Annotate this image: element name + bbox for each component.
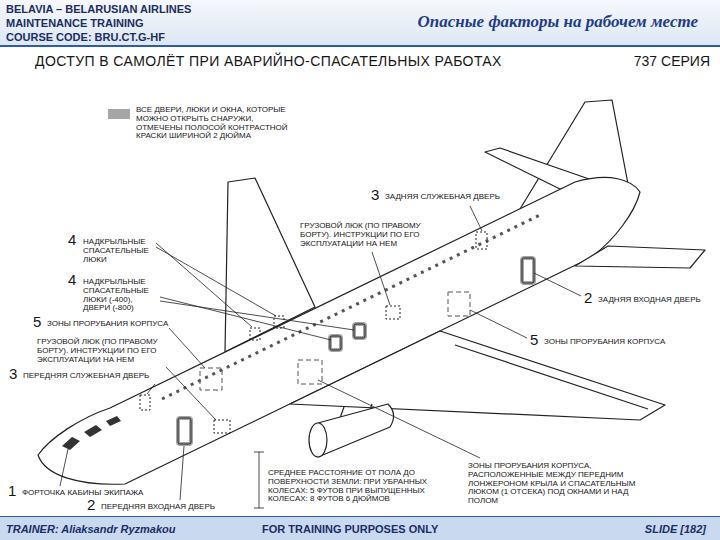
near-stabilizer xyxy=(575,246,705,268)
leader-line xyxy=(169,328,205,368)
engine-inlet xyxy=(309,423,327,457)
cut-zone xyxy=(448,292,470,316)
leader-line xyxy=(156,247,276,316)
callout-label: ПЕРЕДНЯЯ СЛУЖЕБНАЯ ДВЕРЬ xyxy=(23,372,149,381)
callout-number: 2 xyxy=(584,290,592,305)
door-band xyxy=(354,324,365,338)
diagram-title: ДОСТУП В САМОЛЁТ ПРИ АВАРИЙНО-СПАСАТЕЛЬН… xyxy=(35,54,502,69)
leader-line xyxy=(60,449,68,486)
leader-line xyxy=(180,446,184,500)
callout-label: ГРУЗОВОЙ ЛЮК (ПО ПРАВОМУ БОРТУ). ИНСТРУК… xyxy=(300,222,432,248)
leader-line xyxy=(470,310,527,338)
callout-number: 1 xyxy=(8,483,16,498)
leader-line xyxy=(160,297,331,340)
department-name: MAINTENANCE TRAINING xyxy=(6,17,144,29)
door-band xyxy=(178,418,191,444)
overwing-hatch xyxy=(354,324,365,338)
airframe xyxy=(38,100,705,484)
leader-line xyxy=(318,380,480,458)
callout-label: ПЕРЕДНЯЯ ВХОДНАЯ ДВЕРЬ xyxy=(101,503,215,512)
callout-label: ЗОНЫ ПРОРУБАНИЯ КОРПУСА xyxy=(47,320,168,329)
leader-line xyxy=(160,301,354,330)
slide-heading: Опасные факторы на рабочем месте xyxy=(418,13,698,32)
door-band xyxy=(330,336,341,350)
height-bracket xyxy=(254,452,264,508)
near-doors xyxy=(178,258,534,444)
far-overwing-hatch xyxy=(250,328,260,340)
far-side-doors xyxy=(140,232,487,433)
airline-name: BELAVIA – BELARUSIAN AIRLINES xyxy=(6,3,191,15)
legend-swatch xyxy=(108,109,130,119)
callout-label: НАДКРЫЛЬНЫЕ СПАСАТЕЛЬНЫЕ ЛЮКИ (-400), ДВ… xyxy=(83,278,159,313)
cockpit-windows xyxy=(62,416,121,450)
series-label: 737 СЕРИЯ xyxy=(634,54,710,69)
callout-label: ФОРТОЧКА КАБИНЫ ЭКИПАЖА xyxy=(22,489,143,498)
near-wing xyxy=(290,331,665,420)
leader-line xyxy=(470,206,482,231)
door-band xyxy=(522,258,534,283)
callout-number: 3 xyxy=(9,366,17,381)
leader-line xyxy=(372,252,390,305)
callout-label: ГРУЗОВОЙ ЛЮК (ПО ПРАВОМУ БОРТУ). ИНСТРУК… xyxy=(37,338,167,364)
callout-label: НАДКРЫЛЬНЫЕ СПАСАТЕЛЬНЫЕ ЛЮКИ xyxy=(83,238,163,264)
cut-zone xyxy=(200,368,222,390)
footer-note: FOR TRAINING PURPOSES ONLY xyxy=(262,523,438,535)
footer-band: TRAINER: Aliaksandr Ryzmakou FOR TRAINING… xyxy=(0,516,720,540)
window-row xyxy=(162,215,540,399)
cargo-door xyxy=(386,306,400,319)
leader-line xyxy=(166,367,216,420)
legend-text: ВСЕ ДВЕРИ, ЛЮКИ И ОКНА, КОТОРЫЕ МОЖНО ОТ… xyxy=(136,106,291,141)
rear-entry-door xyxy=(522,258,534,283)
callout-number: 5 xyxy=(530,332,538,347)
callout-number: 5 xyxy=(33,314,41,329)
callout-label: ЗАДНЯЯ ВХОДНАЯ ДВЕРЬ xyxy=(598,296,701,305)
callout-label: ЗОНЫ ПРОРУБАНИЯ КОРПУСА xyxy=(544,338,665,347)
overwing-hatch xyxy=(330,336,341,350)
trainer-name: TRAINER: Aliaksandr Ryzmakou xyxy=(6,523,176,535)
callout-label: ЗАДНЯЯ СЛУЖЕБНАЯ ДВЕРЬ xyxy=(385,193,500,202)
slide-number: SLIDE [182] xyxy=(645,523,706,535)
header-band: BELAVIA – BELARUSIAN AIRLINES MAINTENANCE… xyxy=(0,0,720,47)
fuselage xyxy=(38,177,640,484)
rear-service-door xyxy=(476,232,487,249)
flap-line xyxy=(455,345,648,409)
callout-number: 3 xyxy=(371,187,379,202)
callout-number: 4 xyxy=(68,232,76,247)
front-service-door xyxy=(140,395,150,410)
course-code: COURSE CODE: BRU.CT.G-HF xyxy=(6,31,165,43)
note-text: СРЕДНЕЕ РАССТОЯНИЕ ОТ ПОЛА ДО ПОВЕРХНОСТ… xyxy=(268,469,440,504)
leader-line xyxy=(534,273,581,296)
cut-zones xyxy=(200,292,470,390)
callout-number: 4 xyxy=(68,272,76,287)
cargo-door xyxy=(214,420,230,433)
front-entry-door xyxy=(178,418,191,444)
callout-number: 2 xyxy=(87,497,95,512)
engine-nacelle xyxy=(318,404,394,457)
leader-line xyxy=(147,384,155,394)
note-text: ЗОНЫ ПРОРУБАНИЯ КОРПУСА, РАСПОЛОЖЕННЫЕ М… xyxy=(468,462,638,506)
